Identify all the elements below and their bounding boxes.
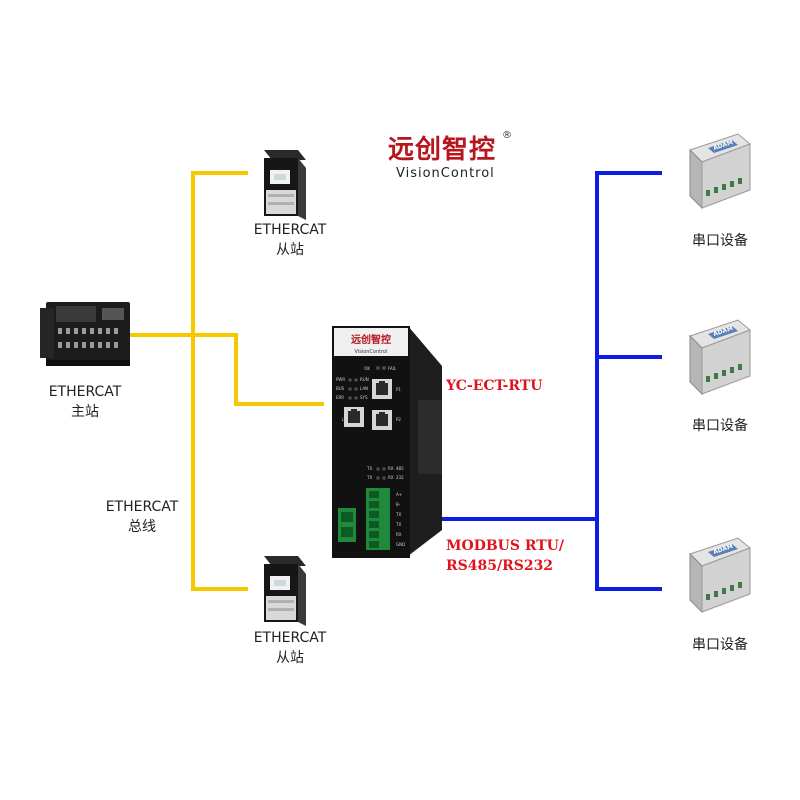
- gateway-logo-text: 远创智控: [351, 333, 391, 346]
- gateway-serial-led-label: 485: [396, 466, 404, 471]
- gateway-protocol-label: MODBUS RTU/ RS485/RS232: [446, 536, 564, 576]
- ethercat-bus-label-line1: ETHERCAT: [105, 499, 179, 515]
- ethercat-slave-top-label-line2: 从站: [276, 242, 304, 258]
- gateway-protocol-line2: RS485/RS232: [446, 558, 554, 574]
- gateway-led-label: OK: [364, 366, 370, 371]
- gateway-terminal-label: RX: [396, 532, 402, 537]
- gateway-rj45-port-p2: [372, 410, 392, 430]
- ethercat-slave-top-label: ETHERCAT 从站: [240, 220, 340, 260]
- gateway-led-label: ERR: [336, 395, 344, 400]
- brand-logo: 远创智控 VisionControl ®: [388, 130, 518, 182]
- gateway-terminal-label: GND: [396, 542, 405, 547]
- gateway-serial-led-label: TX: [366, 466, 372, 471]
- ethercat-bus-label: ETHERCAT 总线: [92, 497, 192, 537]
- registered-trademark-icon: ®: [502, 130, 512, 141]
- brand-logo-english: VisionControl: [396, 166, 495, 181]
- gateway-terminal-label: A+: [396, 492, 402, 497]
- gateway-led-label: PWR: [336, 377, 345, 382]
- gateway-logo-subtext: VisionControl: [355, 349, 388, 355]
- ethercat-master-label: ETHERCAT 主站: [35, 382, 135, 422]
- gateway-terminal-label: TX: [395, 522, 401, 527]
- gateway-led-label: RUN: [360, 377, 369, 382]
- ethercat-master-label-line2: 主站: [71, 404, 99, 420]
- gateway-led-label: FAIL: [388, 366, 397, 371]
- gateway-led-label: SYS: [360, 395, 368, 400]
- ethercat-master-label-line1: ETHERCAT: [48, 384, 122, 400]
- gateway-serial-terminal: [366, 488, 390, 550]
- ethercat-slave-bottom-label-line1: ETHERCAT: [253, 630, 327, 646]
- gateway-power-terminal: [338, 508, 356, 542]
- ethercat-bus-lines: [130, 171, 324, 591]
- serial-device-1-label: 串口设备: [692, 233, 748, 249]
- ethercat-slave-bottom-image: [264, 556, 306, 626]
- gateway-serial-led-label: TX: [366, 475, 372, 480]
- gateway-protocol-line1: MODBUS RTU/: [446, 538, 564, 554]
- ethercat-slave-top-label-line1: ETHERCAT: [253, 222, 327, 238]
- ethercat-slave-bottom-label: ETHERCAT 从站: [240, 628, 340, 668]
- gateway-port-label: P1: [396, 387, 401, 392]
- brand-logo-chinese: 远创智控: [388, 135, 497, 165]
- serial-bus-lines: [441, 171, 662, 591]
- ethercat-master-plc-image: [40, 302, 130, 366]
- gateway-serial-led-label: RX: [388, 475, 394, 480]
- gateway-serial-led-label: RX: [388, 466, 394, 471]
- ethercat-slave-bottom-label-line2: 从站: [276, 650, 304, 666]
- ethercat-bus-label-line2: 总线: [128, 519, 156, 535]
- serial-device-1-image: ADAM: [689, 133, 751, 210]
- serial-device-3-image: ADAM: [689, 537, 751, 614]
- gateway-led-label: BUS: [336, 386, 345, 391]
- gateway-terminal-label: TX: [395, 512, 401, 517]
- serial-device-3-label: 串口设备: [692, 637, 748, 653]
- gateway-serial-led-label: 232: [396, 475, 404, 480]
- serial-device-2-label: 串口设备: [692, 418, 748, 434]
- ethercat-branch-gateway: [234, 333, 324, 406]
- gateway-rj45-port-p1: [372, 379, 392, 399]
- gateway-model-label: YC-ECT-RTU: [446, 378, 543, 394]
- ethercat-slave-top-image: [264, 150, 306, 220]
- gateway-port-label: P2: [396, 417, 401, 422]
- gateway-terminal-label: B-: [396, 502, 401, 507]
- gateway-device-image: 远创智控 VisionControl OK FAIL PWR RUN BUS L…: [332, 326, 442, 558]
- gateway-led-label: LAN: [360, 386, 368, 391]
- serial-device-2-image: ADAM: [689, 319, 751, 396]
- gateway-rj45-port-lan: [344, 407, 364, 427]
